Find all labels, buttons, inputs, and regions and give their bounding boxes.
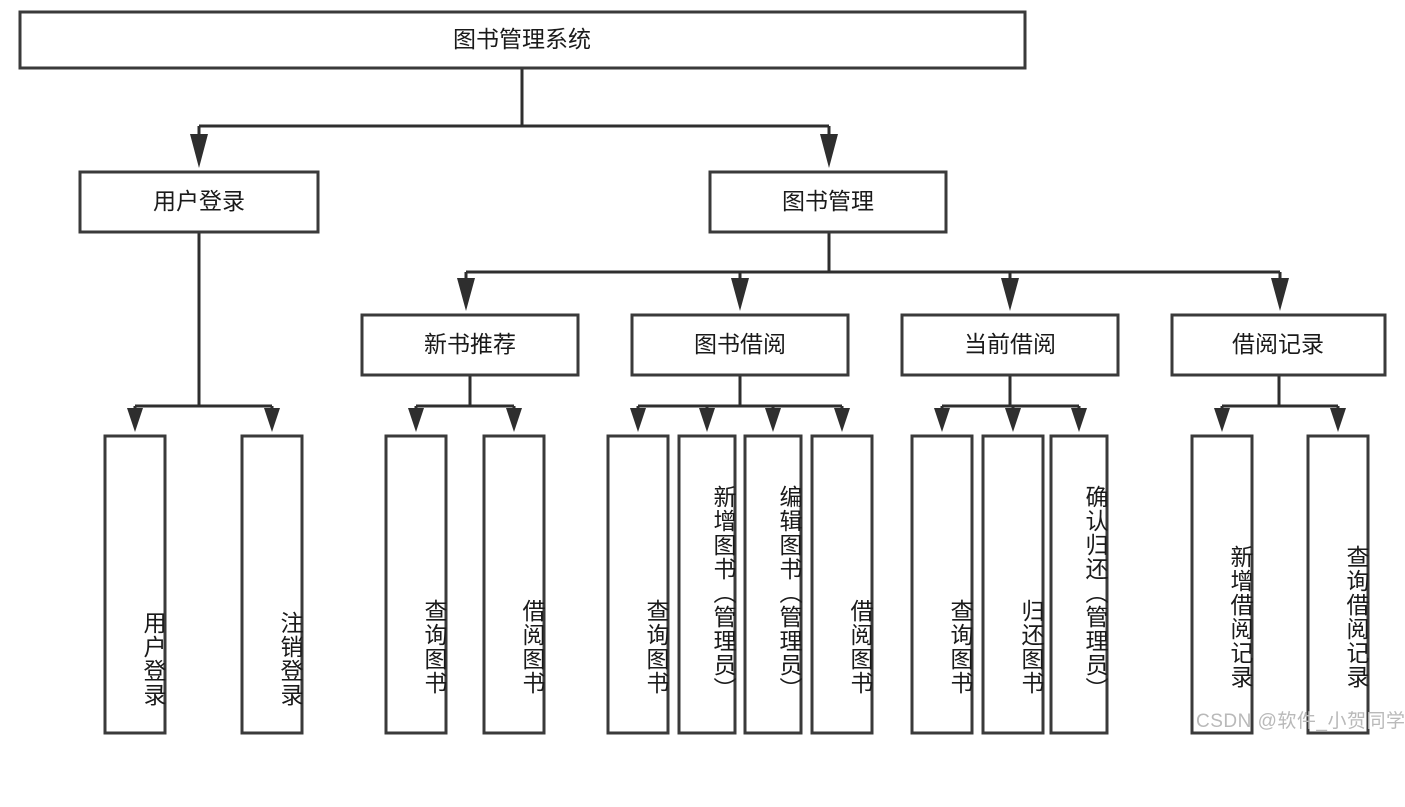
node-current-borrow-box[interactable]: [900, 313, 1120, 377]
arrow-head-leaf-query-book-current: [934, 408, 950, 432]
arrow-head-leaf-query-book-borrow: [630, 408, 646, 432]
arrow-head-leaf-logout: [264, 408, 280, 432]
node-leaf-query-book-borrow-box[interactable]: [606, 434, 670, 735]
arrow-head-leaf-edit-book-admin: [765, 408, 781, 432]
node-user-login-label: 用户登录: [153, 188, 245, 214]
arrow-head-leaf-confirm-return-admin: [1071, 408, 1087, 432]
node-book-manage-label: 图书管理: [782, 188, 874, 214]
node-leaf-query-book-rec-box[interactable]: [384, 434, 448, 735]
node-book-manage[interactable]: 图书管理: [708, 170, 948, 234]
node-leaf-borrow-book-rec-box[interactable]: [482, 434, 546, 735]
node-leaf-confirm-return-admin-box[interactable]: [1049, 434, 1109, 735]
connector-group-book-borrow: [630, 375, 850, 432]
node-new-book-recommend[interactable]: 新书推荐: [360, 313, 580, 377]
connector-group-book-manage: [457, 232, 1289, 311]
node-leaf-query-borrow-record-box[interactable]: [1306, 434, 1370, 735]
node-borrow-record-label: 借阅记录: [1232, 331, 1324, 357]
arrow-head-leaf-add-borrow-record: [1214, 408, 1230, 432]
node-user-login-box[interactable]: [78, 170, 320, 234]
arrow-head-current-borrow: [1001, 278, 1019, 311]
node-leaf-return-book-box[interactable]: [981, 434, 1045, 735]
node-book-borrow-box[interactable]: [630, 313, 850, 377]
node-book-borrow[interactable]: 图书借阅: [630, 313, 850, 377]
csdn-watermark: CSDN @软件_小贺同学: [1196, 711, 1405, 732]
arrow-head-leaf-user-login: [127, 408, 143, 432]
node-new-book-recommend-label: 新书推荐: [424, 331, 516, 357]
arrow-head-leaf-borrow-book-rec: [506, 408, 522, 432]
connector-group-root: [190, 68, 838, 168]
node-leaf-add-borrow-record-box[interactable]: [1190, 434, 1254, 735]
arrow-head-new-book-recommend: [457, 278, 475, 311]
node-current-borrow[interactable]: 当前借阅: [900, 313, 1120, 377]
arrow-head-leaf-return-book: [1005, 408, 1021, 432]
node-leaf-query-book-current-box[interactable]: [910, 434, 974, 735]
node-borrow-record[interactable]: 借阅记录: [1170, 313, 1387, 377]
arrow-head-borrow-record: [1271, 278, 1289, 311]
node-root-label: 图书管理系统: [453, 26, 591, 52]
arrow-head-book-manage: [820, 134, 838, 168]
connector-group-current-borrow: [934, 375, 1087, 432]
connector-group-new-book-recommend: [408, 375, 522, 432]
node-leaf-add-book-admin-box[interactable]: [677, 434, 737, 735]
node-leaf-logout-box[interactable]: [240, 434, 304, 735]
node-leaf-borrow-book-box[interactable]: [810, 434, 874, 735]
node-leaf-edit-book-admin-box[interactable]: [743, 434, 803, 735]
leaf-boxes: [103, 434, 1370, 735]
node-leaf-user-login-box[interactable]: [103, 434, 167, 735]
node-user-login[interactable]: 用户登录: [78, 170, 320, 234]
arrow-head-book-borrow: [731, 278, 749, 311]
arrow-head-user-login: [190, 134, 208, 168]
connector-group-borrow-record: [1214, 375, 1346, 432]
flowchart-diagram: 图书管理系统 用户登录 图书管理 新书推荐 图书借阅 当前借阅 借阅记录: [18, 10, 1405, 735]
node-root[interactable]: 图书管理系统: [18, 10, 1027, 70]
arrow-head-leaf-query-book-rec: [408, 408, 424, 432]
diagram-canvas: 图书管理系统 用户登录 图书管理 新书推荐 图书借阅 当前借阅 借阅记录: [18, 10, 1387, 735]
node-root-box[interactable]: [18, 10, 1027, 70]
node-book-borrow-label: 图书借阅: [694, 331, 786, 357]
arrow-head-leaf-query-borrow-record: [1330, 408, 1346, 432]
arrow-head-leaf-borrow-book: [834, 408, 850, 432]
node-book-manage-box[interactable]: [708, 170, 948, 234]
node-current-borrow-label: 当前借阅: [964, 331, 1056, 357]
connector-group-user-login: [127, 232, 280, 432]
node-new-book-recommend-box[interactable]: [360, 313, 580, 377]
arrow-head-leaf-add-book-admin: [699, 408, 715, 432]
node-borrow-record-box[interactable]: [1170, 313, 1387, 377]
